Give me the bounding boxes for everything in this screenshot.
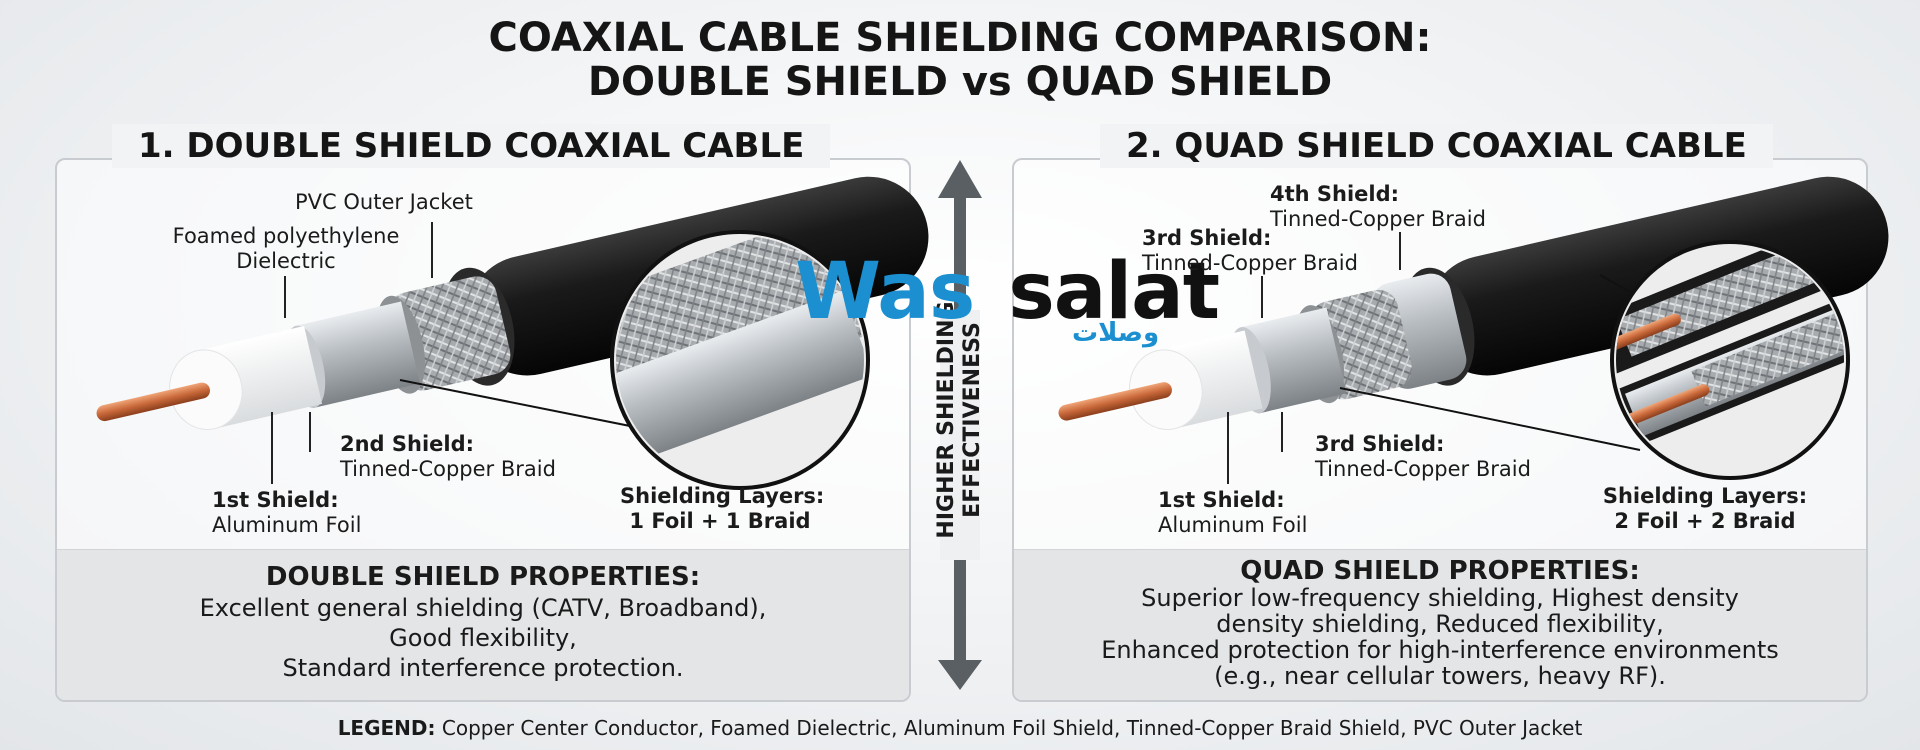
label-first-shield: 1st Shield: Aluminum Foil [212,488,362,537]
label-first-shield: 1st Shield: Aluminum Foil [1158,488,1308,537]
label-third-shield-top: 3rd Shield: Tinned-Copper Braid [1142,226,1358,275]
label-fourth-shield: 4th Shield: Tinned-Copper Braid [1270,182,1486,231]
quad-shield-heading: 2. QUAD SHIELD COAXIAL CABLE [1100,124,1773,168]
main-title-line1: COAXIAL CABLE SHIELDING COMPARISON: [488,15,1432,61]
double-shield-property-line: Standard interference protection. [282,654,684,682]
foil-shield [293,301,420,409]
legend: LEGEND: Copper Center Conductor, Foamed … [337,716,1583,740]
wassalat-watermark-arabic: وصلات [1072,318,1160,348]
label-second-shield: 2nd Shield: Tinned-Copper Braid [340,432,556,481]
double-shield-cable [96,176,929,490]
quad-shield-cable [1058,176,1889,480]
quad-shield-properties-title: QUAD SHIELD PROPERTIES: [1240,556,1640,586]
double-shield-property-line: Good flexibility, [389,624,577,652]
label-quad-shielding-layers: Shielding Layers: 2 Foil + 2 Braid [1602,484,1808,533]
copper-conductor [1058,382,1172,421]
double-shield-properties-box: DOUBLE SHIELD PROPERTIES: Excellent gene… [57,549,909,700]
copper-conductor [96,382,210,422]
main-title-line2: DOUBLE SHIELD vs QUAD SHIELD [587,59,1333,105]
quad-shield-property-line: (e.g., near cellular towers, heavy RF). [1214,662,1666,690]
label-foamed-dielectric: Foamed polyethylene Dielectric [172,224,400,273]
quad-shield-property-line: density shielding, Reduced flexibility, [1216,610,1664,638]
double-shield-leader-lines [271,222,433,484]
quad-shield-properties-box: QUAD SHIELD PROPERTIES: Superior low-fre… [1014,549,1866,700]
double-shield-properties-title: DOUBLE SHIELD PROPERTIES: [265,562,701,592]
quad-shield-property-line: Enhanced protection for high-interferenc… [1101,636,1779,664]
label-third-shield-bottom: 3rd Shield: Tinned-Copper Braid [1315,432,1531,481]
quad-shield-leader-lines [1227,232,1401,484]
double-shield-heading: 1. DOUBLE SHIELD COAXIAL CABLE [112,124,831,168]
label-double-shielding-layers: Shielding Layers: 1 Foil + 1 Braid [620,484,825,533]
quad-shield-property-line: Superior low-frequency shielding, Highes… [1141,584,1739,612]
shielding-effectiveness-arrow [938,160,982,690]
double-shield-property-line: Excellent general shielding (CATV, Broad… [199,594,767,622]
quad-shield-panel: QUAD SHIELD PROPERTIES: Superior low-fre… [1012,158,1868,702]
label-pvc-outer-jacket: PVC Outer Jacket [295,190,473,214]
